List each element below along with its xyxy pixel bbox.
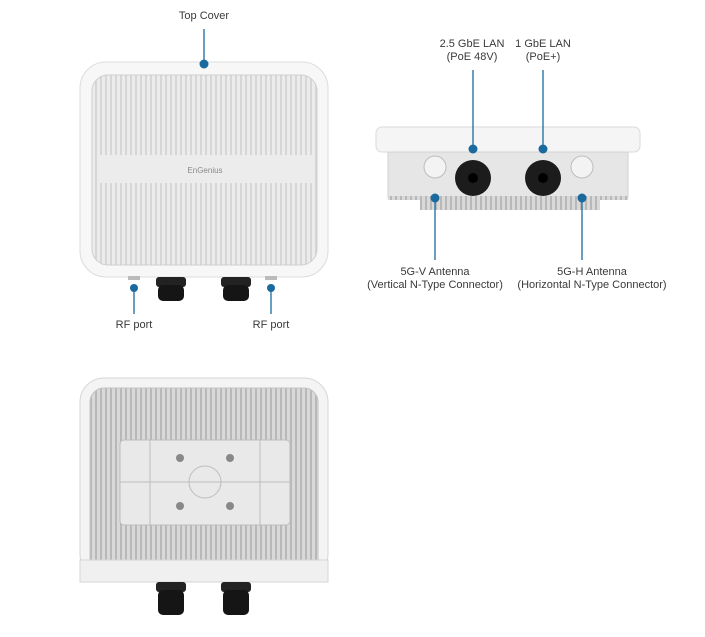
lan-25-dot — [468, 144, 478, 154]
lan-25-sub: (PoE 48V) — [446, 51, 498, 63]
ant-v-sub: (Vertical N-Type Connector) — [367, 279, 503, 291]
ant-v-label: 5G-V Antenna (Vertical N-Type Connector) — [367, 266, 503, 292]
lan-1-label: 1 GbE LAN (PoE+) — [515, 38, 571, 64]
ant-h-dot — [577, 193, 587, 203]
lan-25-title: 2.5 GbE LAN — [439, 38, 505, 50]
lan-1-title: 1 GbE LAN — [515, 38, 571, 50]
front-view-device: EnGenius — [79, 61, 329, 301]
cable-gland-left — [156, 277, 186, 287]
rf-port-right-label: RF port — [252, 319, 290, 331]
lan-25-label: 2.5 GbE LAN (PoE 48V) — [440, 38, 505, 64]
side-view-device — [375, 126, 641, 210]
rf-port-right-dot — [267, 284, 275, 292]
top-cover-dot — [199, 59, 209, 69]
brand-logo: EnGenius — [187, 166, 222, 175]
ant-v-title: 5G-V Antenna — [400, 266, 470, 278]
ant-v-dot — [430, 193, 440, 203]
n-type-connector-v — [423, 155, 447, 179]
lan-1-sub: (PoE+) — [525, 51, 561, 63]
top-cover-label: Top Cover — [178, 10, 230, 22]
back-view-device — [79, 377, 329, 615]
side-callouts — [430, 70, 587, 260]
rf-port-left-dot — [130, 284, 138, 292]
ant-h-label: 5G-H Antenna (Horizontal N-Type Connecto… — [517, 266, 666, 292]
ant-h-title: 5G-H Antenna — [557, 266, 627, 278]
front-callouts — [130, 29, 275, 314]
cable-gland-right — [221, 277, 251, 287]
rf-port-left-label: RF port — [115, 319, 153, 331]
ant-h-sub: (Horizontal N-Type Connector) — [517, 279, 667, 291]
n-type-connector-h — [570, 155, 594, 179]
lan-1-dot — [538, 144, 548, 154]
mounting-plate — [119, 439, 291, 526]
